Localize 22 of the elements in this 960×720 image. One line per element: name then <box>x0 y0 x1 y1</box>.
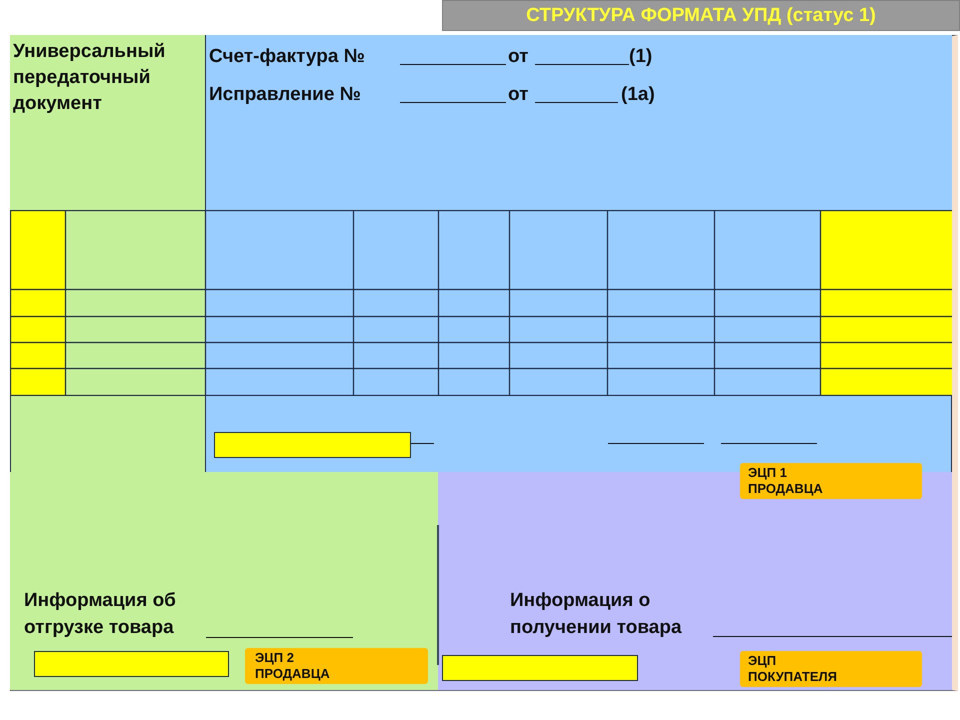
field-label: Исправление № <box>209 83 361 107</box>
field-label: (1) <box>629 45 652 69</box>
signature-label: ЭЦП ПОКУПАТЕЛЯ <box>748 653 838 685</box>
title-banner: СТРУКТУРА ФОРМАТА УПД (статус 1) <box>442 0 960 31</box>
invoice-header-panel <box>205 35 952 210</box>
field-label: (1а) <box>621 83 655 107</box>
signature-tag <box>245 648 428 684</box>
signature-tag <box>740 651 922 687</box>
section-heading: Информация о получении товара <box>510 589 683 640</box>
fill-in-box <box>34 651 229 677</box>
signature-label: ЭЦП 1 ПРОДАВЦА <box>748 465 824 497</box>
section-heading: Информация об отгрузке товара <box>24 589 177 640</box>
shipment-panel <box>10 472 438 690</box>
fill-in-box <box>442 655 638 681</box>
field-label: Счет-фактура № <box>209 45 365 69</box>
signature-tag <box>740 463 922 499</box>
field-label: от <box>508 45 528 69</box>
signature-label: ЭЦП 2 ПРОДАВЦА <box>255 650 331 682</box>
field-label: от <box>508 83 528 107</box>
document-name: Универсальный передаточный документ <box>13 40 166 116</box>
fill-in-box <box>214 432 411 458</box>
document-name-panel <box>10 35 205 210</box>
